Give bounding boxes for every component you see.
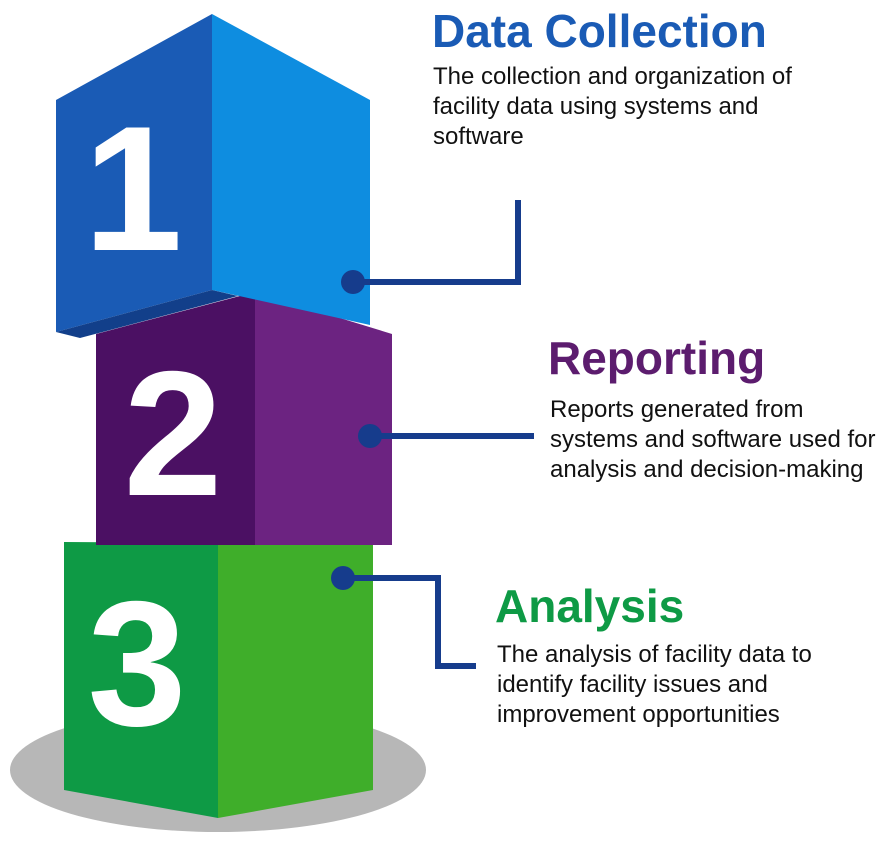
connector-1	[341, 200, 521, 294]
connector-1-dot	[341, 270, 365, 294]
cube-3	[64, 540, 373, 818]
cube-1-number: 1	[83, 89, 183, 288]
connector-3-dot	[331, 566, 355, 590]
step-1-title: Data Collection	[432, 5, 767, 57]
step-3-description: The analysis of facility data to identif…	[497, 641, 812, 728]
cube-3-number: 3	[87, 564, 187, 763]
step-1-description: The collection and organization of facil…	[433, 63, 792, 150]
cube-1	[56, 14, 370, 338]
cube-2-front-face	[96, 292, 255, 545]
cube-1-front-face	[56, 14, 212, 332]
cube-2	[96, 292, 392, 545]
step-2-description: Reports generated from systems and softw…	[550, 396, 876, 483]
connector-2-dot	[358, 424, 382, 448]
connector-2	[358, 424, 534, 448]
step-2-title: Reporting	[548, 332, 766, 384]
cube-3-front-face	[64, 542, 218, 818]
cube-2-side-face	[255, 292, 392, 545]
step-3-title: Analysis	[495, 580, 685, 632]
cube-1-bottom-edge	[56, 290, 238, 338]
cube-3-side-face	[218, 540, 373, 818]
connector-3	[331, 566, 476, 669]
cube-1-side-face	[212, 14, 370, 325]
cube-2-number: 2	[123, 334, 223, 533]
